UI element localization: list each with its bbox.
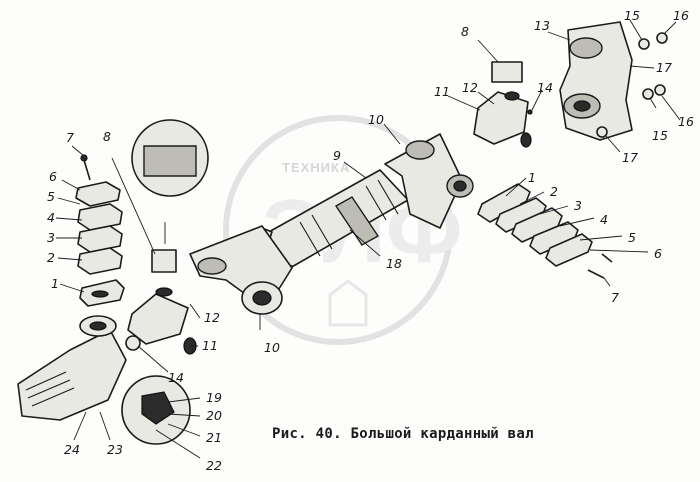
callout-14-left: 14 <box>168 370 184 385</box>
callout-12-left: 12 <box>204 310 220 325</box>
callout-17-bottom: 17 <box>622 150 638 165</box>
callout-5-right: 5 <box>628 230 636 245</box>
callout-1-left: 1 <box>51 276 59 291</box>
watermark-word: ТЕХНИКА <box>282 160 350 175</box>
callout-7-right: 7 <box>611 290 619 305</box>
callout-3-left: 3 <box>47 230 55 245</box>
callout-2-right: 2 <box>550 184 558 199</box>
callout-2-left: 2 <box>47 250 55 265</box>
callout-9: 9 <box>333 148 341 163</box>
callout-15-top: 15 <box>624 8 640 23</box>
callout-20: 20 <box>206 408 222 423</box>
callout-7-left: 7 <box>66 130 74 145</box>
left-cross <box>111 119 209 355</box>
callout-15-bottom: 15 <box>652 128 668 143</box>
callout-8-left: 8 <box>103 129 111 144</box>
callout-5-left: 5 <box>47 189 55 204</box>
right-cross <box>473 61 533 148</box>
callout-1-right: 1 <box>528 170 536 185</box>
callout-13: 13 <box>534 18 550 33</box>
callout-4-right: 4 <box>600 212 608 227</box>
callout-11-right: 11 <box>434 84 450 99</box>
callout-21: 21 <box>206 430 222 445</box>
callout-18: 18 <box>386 256 402 271</box>
figure-caption: Рис. 40. Большой карданный вал <box>272 426 534 442</box>
callout-11-left: 11 <box>202 338 218 353</box>
callout-10-top: 10 <box>368 112 384 127</box>
callout-8-right: 8 <box>461 24 469 39</box>
leader-lines <box>55 19 681 459</box>
callout-3-right: 3 <box>574 198 582 213</box>
callout-16-top: 16 <box>673 8 689 23</box>
right-flange-yoke <box>559 21 668 141</box>
main-shaft <box>189 133 474 315</box>
callout-16-bottom: 16 <box>678 114 694 129</box>
callout-23: 23 <box>107 442 123 457</box>
callout-6-left: 6 <box>49 169 57 184</box>
right-plate-set <box>477 183 613 279</box>
callout-4-left: 4 <box>47 210 55 225</box>
callouts: 6 5 4 3 2 1 7 8 12 11 14 19 20 21 22 23 … <box>47 8 694 473</box>
callout-17-top: 17 <box>656 60 672 75</box>
callout-12-right: 12 <box>462 80 478 95</box>
left-plate-stack <box>75 154 125 307</box>
callout-6-right: 6 <box>654 246 662 261</box>
callout-22: 22 <box>206 458 222 473</box>
callout-19: 19 <box>206 390 222 405</box>
callout-24: 24 <box>64 442 80 457</box>
left-slip-yoke <box>17 315 191 445</box>
callout-10-bottom: 10 <box>264 340 280 355</box>
callout-14-right: 14 <box>537 80 553 95</box>
